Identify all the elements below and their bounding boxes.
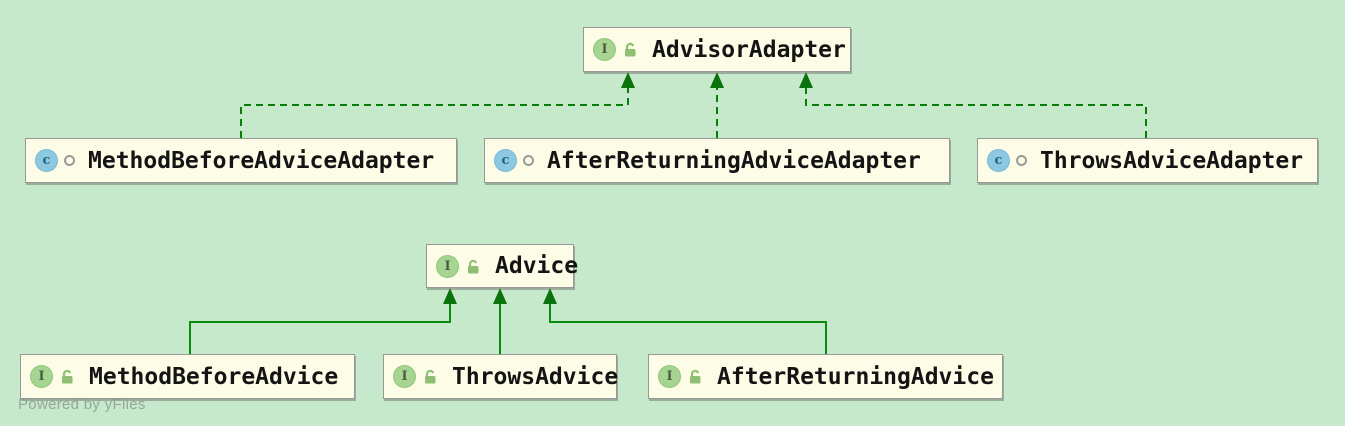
node-method-before-advice[interactable]: I MethodBeforeAdvice xyxy=(20,354,355,399)
arrowhead-icon xyxy=(493,288,507,304)
visibility-ring-icon xyxy=(1016,155,1027,166)
node-label: Advice xyxy=(495,253,579,279)
interface-badge: I xyxy=(658,365,704,388)
node-throws-advice-adapter[interactable]: c ThrowsAdviceAdapter xyxy=(977,138,1318,183)
node-label: MethodBeforeAdvice xyxy=(89,363,339,390)
node-label: MethodBeforeAdviceAdapter xyxy=(88,147,435,174)
open-lock-icon xyxy=(425,369,436,384)
node-after-returning-advice[interactable]: I AfterReturningAdvice xyxy=(648,354,1003,399)
class-icon: c xyxy=(987,149,1010,172)
node-label: ThrowsAdviceAdapter xyxy=(1040,147,1304,174)
interface-badge: I xyxy=(393,365,439,388)
interface-icon: I xyxy=(658,365,681,388)
open-lock-icon xyxy=(625,42,636,57)
arrowhead-icon xyxy=(710,72,724,88)
class-badge: c xyxy=(494,149,534,172)
node-label: ThrowsAdvice xyxy=(452,363,619,390)
visibility-ring-icon xyxy=(64,155,75,166)
open-lock-icon xyxy=(468,259,479,273)
interface-icon: I xyxy=(436,254,459,278)
class-badge: c xyxy=(987,149,1027,172)
arrowhead-icon xyxy=(799,72,813,88)
open-lock-icon xyxy=(62,369,73,384)
interface-badge: I xyxy=(436,254,482,278)
node-advice[interactable]: I Advice xyxy=(426,244,578,288)
class-icon: c xyxy=(35,149,58,172)
edge-realization-methodbeforeadviceadapter xyxy=(240,87,629,138)
interface-badge: I xyxy=(593,38,639,61)
arrowhead-icon xyxy=(543,288,557,304)
open-lock-icon xyxy=(690,369,701,384)
edge-generalization-methodbeforeadvice xyxy=(189,303,451,354)
yfiles-watermark: Powered by yFiles xyxy=(18,396,146,413)
node-label: AdvisorAdapter xyxy=(652,36,846,63)
edge-realization-throwsadviceadapter xyxy=(805,87,1147,138)
interface-icon: I xyxy=(30,365,53,388)
arrowhead-icon xyxy=(621,72,635,88)
arrowhead-icon xyxy=(443,288,457,304)
interface-icon: I xyxy=(393,365,416,388)
interface-icon: I xyxy=(593,38,616,61)
visibility-ring-icon xyxy=(523,155,534,166)
interface-badge: I xyxy=(30,365,76,388)
node-label: AfterReturningAdviceAdapter xyxy=(547,147,921,174)
node-after-returning-advice-adapter[interactable]: c AfterReturningAdviceAdapter xyxy=(484,138,950,183)
node-method-before-advice-adapter[interactable]: c MethodBeforeAdviceAdapter xyxy=(25,138,457,183)
class-icon: c xyxy=(494,149,517,172)
node-advisor-adapter[interactable]: I AdvisorAdapter xyxy=(583,27,851,72)
node-label: AfterReturningAdvice xyxy=(717,363,994,390)
class-badge: c xyxy=(35,149,75,172)
edge-generalization-afterreturningadvice xyxy=(549,303,827,354)
node-throws-advice[interactable]: I ThrowsAdvice xyxy=(383,354,619,399)
